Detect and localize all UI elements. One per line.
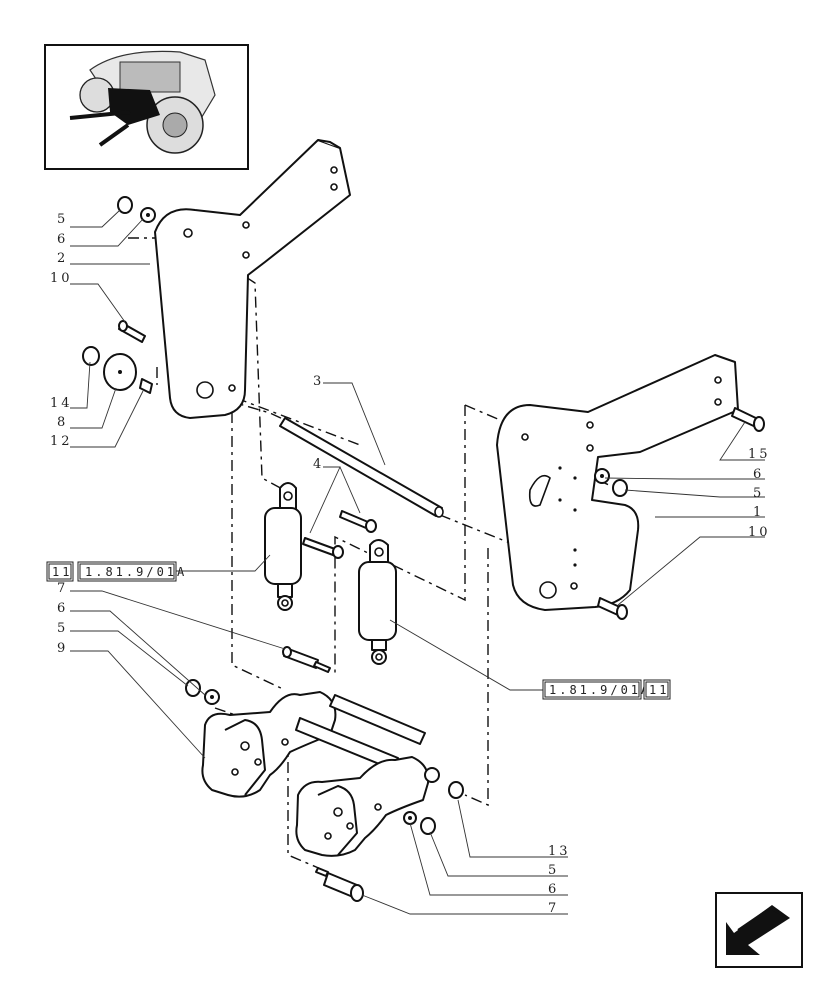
callout-left-1: 6 xyxy=(57,232,68,247)
callouts-bottom: 13 5 6 7 xyxy=(548,844,571,916)
right-swing-bracket xyxy=(295,756,440,857)
next-page-arrow-icon[interactable] xyxy=(715,892,803,968)
callout-left-4: 14 xyxy=(50,396,73,411)
callout-right-3: 1 xyxy=(753,505,764,520)
left-hydraulic-cylinder xyxy=(264,482,302,611)
callout-left-5: 8 xyxy=(57,415,68,430)
reference-right[interactable]: 1.81.9/01A 11 xyxy=(542,679,671,700)
callout-left-6: 12 xyxy=(50,434,73,449)
callouts-left: 5 6 2 10 14 8 12 xyxy=(50,212,73,449)
right-hardware xyxy=(594,407,765,620)
connecting-rod xyxy=(279,417,444,518)
callout-bottom-1: 5 xyxy=(548,863,559,878)
right-hydraulic-cylinder xyxy=(358,539,397,665)
callouts-lower-left: 7 6 5 9 xyxy=(57,581,68,656)
callout-lower-left-3: 9 xyxy=(57,641,68,656)
left-hardware xyxy=(82,196,156,394)
thumbnail-frame xyxy=(44,44,249,170)
callout-bottom-0: 13 xyxy=(548,844,571,859)
callout-left-3: 10 xyxy=(50,271,73,286)
reference-left[interactable]: 11 1.81.9/01A xyxy=(46,561,187,582)
leader-lines xyxy=(70,209,765,915)
callout-right-1: 6 xyxy=(753,467,764,482)
callout-lower-left-2: 5 xyxy=(57,621,68,636)
right-support-bracket xyxy=(496,354,739,611)
bracket-cross-tubes xyxy=(295,694,426,771)
cylinder-pins xyxy=(302,510,377,559)
reference-right-page: 11 xyxy=(649,683,669,697)
callout-part-4: 4 xyxy=(313,457,324,472)
callout-lower-left-1: 6 xyxy=(57,601,68,616)
callout-lower-left-0: 7 xyxy=(57,581,68,596)
callout-left-0: 5 xyxy=(57,212,68,227)
lower-hardware xyxy=(185,646,464,902)
reference-left-page: 11 xyxy=(52,565,72,579)
reference-left-code: 1.81.9/01A xyxy=(85,565,187,579)
callout-right-4: 10 xyxy=(748,525,771,540)
callouts-right: 15 6 5 1 10 xyxy=(748,447,771,540)
callout-bottom-3: 7 xyxy=(548,901,559,916)
callout-right-2: 5 xyxy=(753,486,764,501)
reference-right-code: 1.81.9/01A xyxy=(549,683,651,697)
callout-bottom-2: 6 xyxy=(548,882,559,897)
callout-right-0: 15 xyxy=(748,447,771,462)
callout-left-2: 2 xyxy=(57,251,68,266)
tractor-thumbnail xyxy=(69,50,216,154)
left-support-bracket xyxy=(154,139,351,419)
callout-part-3: 3 xyxy=(313,374,324,389)
